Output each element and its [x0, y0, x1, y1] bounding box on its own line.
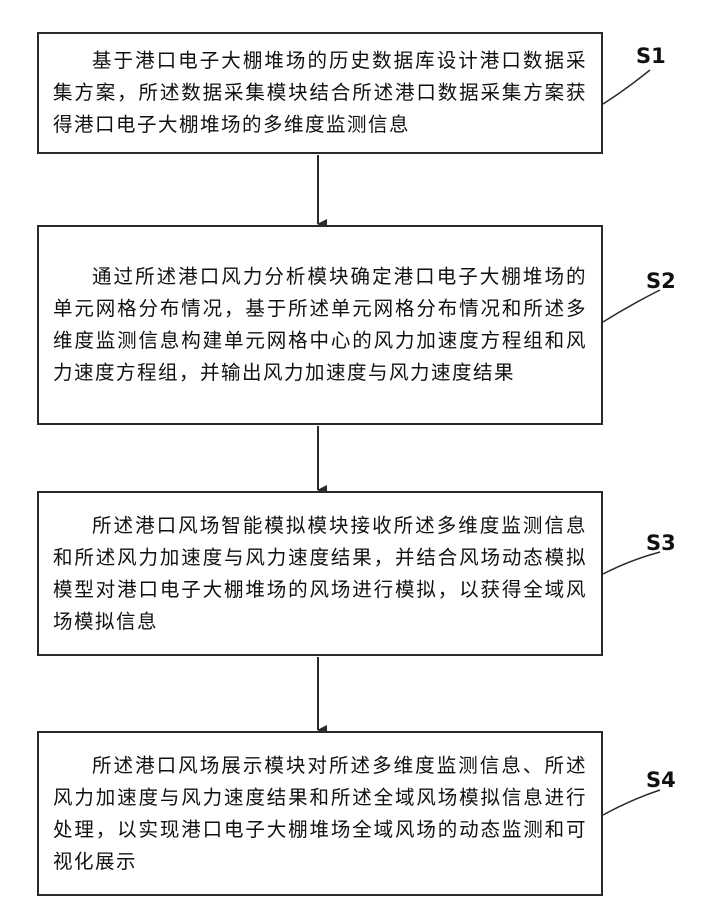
step-box-s1: 基于港口电子大棚堆场的历史数据库设计港口数据采集方案，所述数据采集模块结合所述港… — [37, 32, 603, 154]
leader-line-s2 — [603, 290, 660, 322]
step-label-s1: S1 — [636, 44, 666, 68]
step-text-s3: 所述港口风场智能模拟模块接收所述多维度监测信息和所述风力加速度与风力速度结果，并… — [53, 510, 587, 638]
leader-line-s4 — [603, 790, 660, 815]
step-text-s2: 通过所述港口风力分析模块确定港口电子大棚堆场的单元网格分布情况，基于所述单元网格… — [53, 261, 587, 389]
step-box-s4: 所述港口风场展示模块对所述多维度监测信息、所述风力加速度与风力速度结果和所述全域… — [37, 731, 603, 896]
step-label-s2: S2 — [646, 269, 676, 293]
leader-line-s1 — [603, 70, 650, 104]
step-text-s4: 所述港口风场展示模块对所述多维度监测信息、所述风力加速度与风力速度结果和所述全域… — [53, 750, 587, 878]
step-label-s4: S4 — [646, 768, 676, 792]
step-box-s3: 所述港口风场智能模拟模块接收所述多维度监测信息和所述风力加速度与风力速度结果，并… — [37, 491, 603, 656]
step-label-s3: S3 — [646, 531, 676, 555]
step-text-s1: 基于港口电子大棚堆场的历史数据库设计港口数据采集方案，所述数据采集模块结合所述港… — [53, 45, 587, 141]
step-box-s2: 通过所述港口风力分析模块确定港口电子大棚堆场的单元网格分布情况，基于所述单元网格… — [37, 225, 603, 425]
leader-line-s3 — [603, 552, 660, 574]
